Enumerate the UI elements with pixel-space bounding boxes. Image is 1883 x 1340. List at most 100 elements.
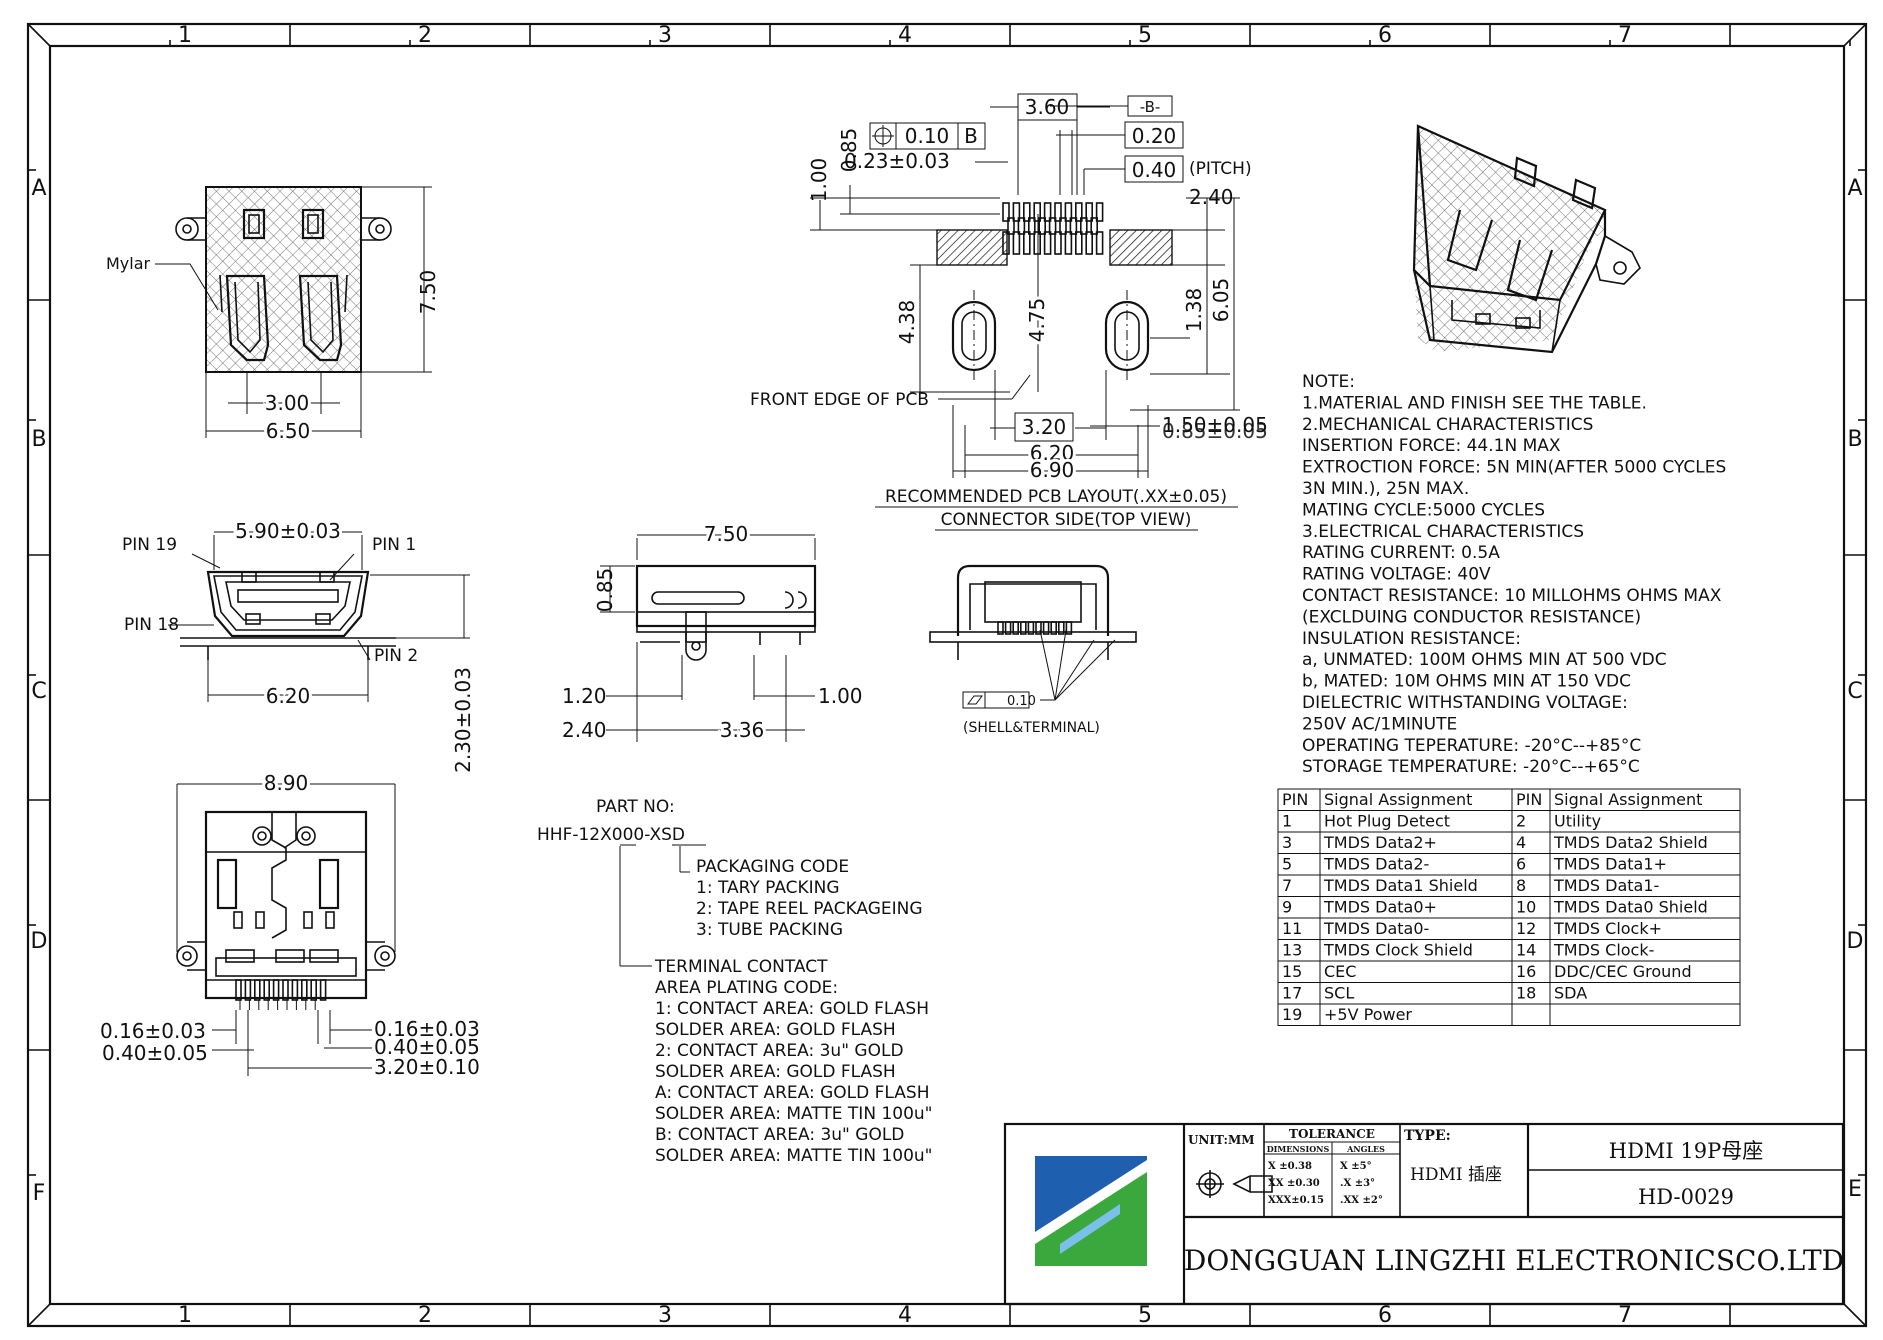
pin-table-cell: 9 (1282, 898, 1292, 917)
pcb-pitch: (PITCH) (1189, 159, 1252, 179)
front-dim-bottom: 6.20 (266, 684, 311, 708)
pcb-d690: 6.90 (1030, 458, 1075, 482)
bottom-dim-right2: 0.40±0.05 (374, 1035, 480, 1059)
front-edge-label: FRONT EDGE OF PCB (750, 390, 929, 410)
plating-line-7: SOLDER AREA: MATTE TIN 100u" (655, 1104, 933, 1124)
pcb-d475: 4.75 (1025, 298, 1049, 343)
pcb-d040: 0.40 (1132, 158, 1177, 182)
pin-table-cell: 2 (1516, 812, 1526, 831)
pin-table-cell: DDC/CEC Ground (1554, 962, 1692, 981)
pin-table-cell: 8 (1516, 876, 1526, 895)
packaging-line-0: PACKAGING CODE (696, 857, 849, 877)
pin-table-cell: TMDS Data0+ (1323, 898, 1437, 917)
plating-line-4: 2: CONTACT AREA: 3u" GOLD (655, 1041, 904, 1061)
plating-line-5: SOLDER AREA: GOLD FLASH (655, 1062, 896, 1082)
pin-table-cell: CEC (1324, 962, 1356, 981)
plating-line-6: A: CONTACT AREA: GOLD FLASH (655, 1083, 930, 1103)
pin-table-cell: 3 (1282, 833, 1292, 852)
unit-label: UNIT:MM (1188, 1133, 1255, 1147)
pin-table-header-3: Signal Assignment (1554, 790, 1702, 809)
pin-table-cell: TMDS Data2+ (1323, 833, 1437, 852)
pos-tol-datum: B (964, 124, 978, 148)
side-dim-100: 1.00 (818, 684, 863, 708)
bottom-dim-top: 8.90 (264, 771, 309, 795)
plating-line-0: TERMINAL CONTACT (654, 957, 828, 977)
side-dim-240: 2.40 (562, 718, 607, 742)
pcb-d360: 3.60 (1025, 95, 1070, 119)
front-dim-height: 2.30±0.03 (451, 667, 475, 773)
pin-table-cell: 18 (1516, 984, 1536, 1003)
plating-line-1: AREA PLATING CODE: (655, 978, 838, 998)
title-block (1003, 1122, 1845, 1306)
note-line-17: OPERATING TEPERATURE: -20°C--+85°C (1302, 736, 1641, 756)
pcb-d605: 6.05 (1209, 278, 1233, 323)
note-line-9: RATING VOLTAGE: 40V (1302, 565, 1491, 585)
pin-table-cell: SCL (1324, 984, 1354, 1003)
pin-table-header-2: PIN (1516, 790, 1542, 809)
end-view (929, 564, 1137, 709)
frame-col-top-3: 3 (658, 23, 672, 48)
pin-table-cell: Hot Plug Detect (1324, 812, 1450, 831)
frame-col-top-5: 5 (1138, 23, 1152, 48)
frame-row-right-D: D (1847, 929, 1864, 954)
top-view (155, 186, 432, 438)
pin19-label: PIN 19 (122, 535, 177, 555)
note-line-8: RATING CURRENT: 0.5A (1302, 543, 1500, 563)
frame-col-bottom-3: 3 (658, 1303, 672, 1328)
bottom-dim-right3: 3.20±0.10 (374, 1055, 480, 1079)
packaging-line-3: 3: TUBE PACKING (696, 920, 843, 940)
pin-table-cell: 16 (1516, 962, 1536, 981)
pin-table-cell: TMDS Data2 Shield (1553, 833, 1708, 852)
plating-line-8: B: CONTACT AREA: 3u" GOLD (655, 1125, 904, 1145)
sheet-frame (26, 22, 1868, 1328)
angles-label: ANGLES (1346, 1144, 1385, 1154)
dim-top-width: 6.50 (266, 419, 311, 443)
pin-table-cell: 10 (1516, 898, 1536, 917)
pin-table-cell: +5V Power (1324, 1005, 1412, 1024)
pin-table-cell: TMDS Data0- (1323, 919, 1429, 938)
tol-dim-row-2: XXX±0.15 (1268, 1195, 1324, 1206)
pin-table-cell: TMDS Data1- (1553, 876, 1659, 895)
pin-table-cell: SDA (1554, 984, 1587, 1003)
pin-table-header-0: PIN (1282, 790, 1308, 809)
bottom-dim-left1: 0.16±0.03 (100, 1019, 206, 1043)
pin-table-cell: 7 (1282, 876, 1292, 895)
pcb-d100: 1.00 (807, 158, 831, 203)
pin-table-cell: 12 (1516, 919, 1536, 938)
pcb-d320: 3.20 (1022, 415, 1067, 439)
frame-col-top-6: 6 (1378, 23, 1392, 48)
packaging-line-1: 1: TARY PACKING (696, 878, 840, 898)
pcb-d150: 1.50±0.05 (1162, 413, 1268, 437)
company-name: DONGGUAN LINGZHI ELECTRONICSCO.LTD (1184, 1244, 1844, 1277)
side-dim-120: 1.20 (562, 684, 607, 708)
plating-line-9: SOLDER AREA: MATTE TIN 100u" (655, 1146, 933, 1166)
pin-table-cell: TMDS Data1+ (1553, 855, 1667, 874)
pin-table-cell: 1 (1282, 812, 1292, 831)
note-line-16: 250V AC/1MINUTE (1302, 714, 1457, 734)
packaging-line-2: 2: TAPE REEL PACKAGEING (696, 899, 923, 919)
frame-row-right-B: B (1847, 427, 1862, 452)
frame-row-left-C: C (31, 679, 46, 704)
note-line-10: CONTACT RESISTANCE: 10 MILLOHMS OHMS MAX (1302, 586, 1722, 606)
frame-row-left-B: B (31, 427, 46, 452)
front-view (168, 531, 470, 702)
end-view-note: (SHELL&TERMINAL) (963, 720, 1100, 736)
pin-table-cell: 15 (1282, 962, 1302, 981)
pin-table-cell: 6 (1516, 855, 1526, 874)
frame-col-bottom-7: 7 (1618, 1303, 1632, 1328)
note-line-15: DIELECTRIC WITHSTANDING VOLTAGE: (1302, 693, 1628, 713)
frame-col-bottom-1: 1 (178, 1303, 192, 1328)
note-line-11: (EXCLDUING CONDUCTOR RESISTANCE) (1302, 607, 1641, 627)
note-line-7: 3.ELECTRICAL CHARACTERISTICS (1302, 522, 1584, 542)
pin-table-cell: TMDS Data0 Shield (1553, 898, 1708, 917)
end-flatness-value: 0.10 (1007, 694, 1036, 709)
pin-table-cell: TMDS Clock Shield (1323, 941, 1473, 960)
pin-table-cell: Utility (1554, 812, 1601, 831)
pcb-caption-1: RECOMMENDED PCB LAYOUT(.XX±0.05) (885, 487, 1227, 507)
side-dim-v: 0.85 (593, 568, 617, 613)
pcb-datum-b: -B- (1140, 98, 1161, 116)
pcb-layout (810, 93, 1240, 531)
note-line-3: INSERTION FORCE: 44.1N MAX (1302, 436, 1561, 456)
frame-col-bottom-2: 2 (418, 1303, 432, 1328)
